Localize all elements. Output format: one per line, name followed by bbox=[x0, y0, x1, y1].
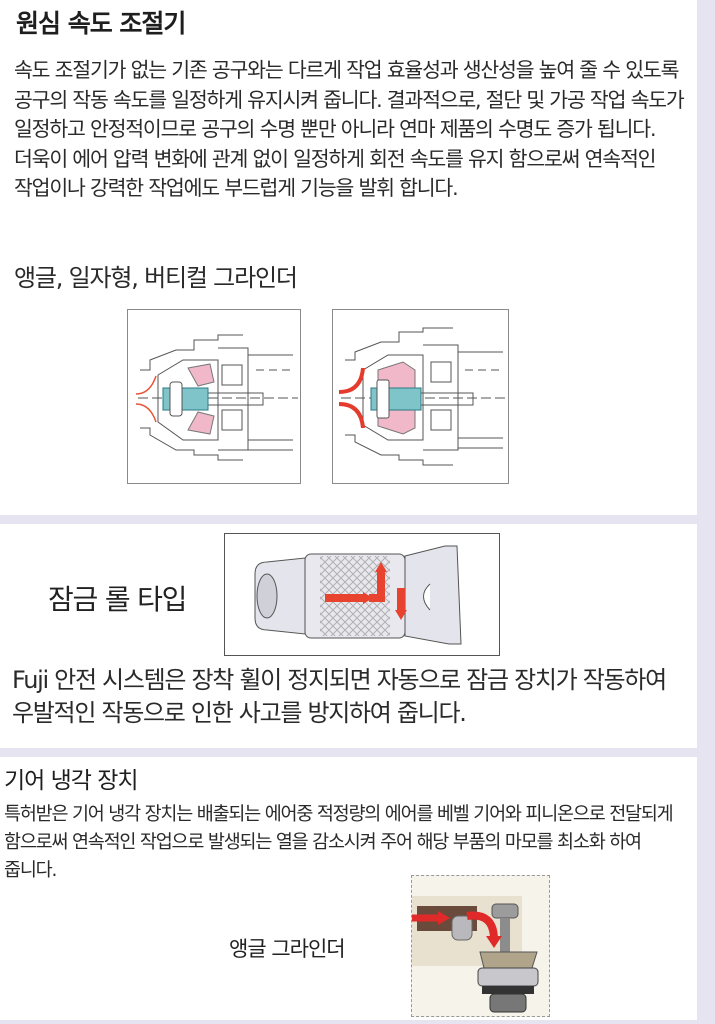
governor-open-diagram bbox=[127, 309, 301, 484]
section-body: 특허받은 기어 냉각 장치는 배출되는 에어중 적정량의 에어를 베벨 기어와 … bbox=[4, 804, 674, 881]
gear-cooling-photo bbox=[411, 875, 550, 1017]
section-body: Fuji 안전 시스템은 장착 휠이 정지되면 자동으로 잠금 장치가 작동하여… bbox=[12, 666, 667, 727]
governor-closed-diagram bbox=[332, 309, 509, 484]
lock-roll-label: 잠금 롤 타입 bbox=[48, 583, 187, 616]
section-body: 속도 조절기가 없는 기존 공구와는 다르게 작업 효율성과 생산성을 높여 줄… bbox=[14, 58, 685, 200]
angle-grinder-label: 앵글 그라인더 bbox=[229, 937, 346, 961]
lock-roll-illustration bbox=[224, 533, 500, 656]
section-title: 원심 속도 조절기 bbox=[16, 9, 186, 38]
gear-cooling-section: 기어 냉각 장치 특허받은 기어 냉각 장치는 배출되는 에어중 적정량의 에어… bbox=[0, 757, 697, 1020]
section-title: 기어 냉각 장치 bbox=[4, 768, 139, 794]
section-subtitle: 앵글, 일자형, 버티컬 그라인더 bbox=[14, 264, 298, 292]
